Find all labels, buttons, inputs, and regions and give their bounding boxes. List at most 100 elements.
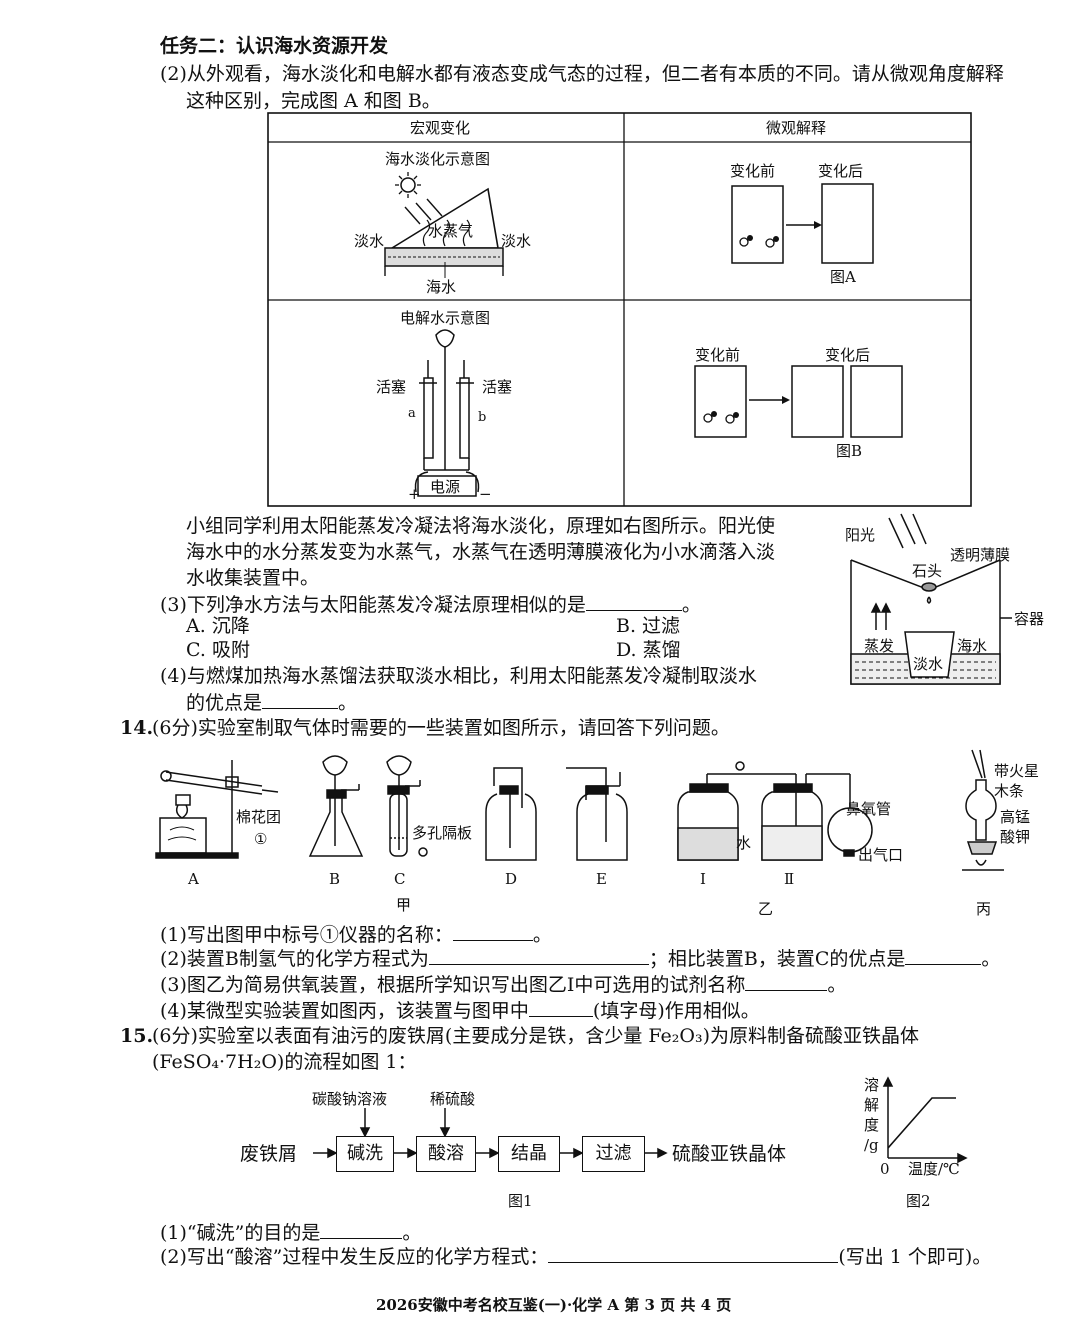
flow-step-acid-dissolve: 酸溶 [416,1136,476,1172]
fresh-left-label: 淡水 [354,232,385,250]
fig-a-caption: 图A [830,268,856,286]
fig-container-label: 容器 [1014,610,1045,628]
label-outlet: 出气口 [858,846,904,864]
label-e: E [596,870,607,888]
desalination-diagram [384,172,504,278]
label-bing: 丙 [976,900,992,918]
tube-a-label: a [408,406,416,421]
q14-sub2: (2)装置B制氢气的化学方程式为；相比装置B，装置C的优点是。 [160,946,1001,970]
seawater-label: 海水 [426,278,457,296]
stopcock-right: 活塞 [482,378,513,396]
apparatus-yi [677,761,873,861]
label-circle-1: ① [254,830,268,848]
q14-sub4: (4)某微型实验装置如图丙，该装置与图甲中(填字母)作用相似。 [160,998,760,1022]
q4-blank[interactable] [262,690,339,709]
flow-step-alkali-wash: 碱洗 [336,1136,394,1172]
vapor-label: 水蒸气 [428,222,474,240]
label-porous: 多孔隔板 [412,824,473,842]
desal-title: 海水淡化示意图 [385,150,491,168]
apparatus-c [386,755,428,857]
apparatus-b [308,755,364,857]
label-d: D [505,870,518,888]
q4-line2: 的优点是。 [186,690,358,714]
q15-stem2: (FeSO₄·7H₂O)的流程如图 1： [152,1051,417,1073]
page-footer: 2026安徽中考名校互鉴(一)·化学 A 第 3 页 共 4 页 [376,1296,732,1314]
label-b: B [329,870,341,888]
solubility-chart [882,1076,968,1164]
fig-stone-label: 石头 [912,562,943,580]
label-cotton: 棉花团 [236,808,282,826]
q15-blank-1[interactable] [320,1220,403,1239]
label-a: A [188,870,199,888]
fig-a-after: 变化后 [818,162,864,180]
flow-step-crystallize: 结晶 [498,1136,560,1172]
label-jia: 甲 [396,896,412,914]
q3-stem: (3)下列净水方法与太阳能蒸发冷凝法原理相似的是。 [160,592,701,616]
power-label: 电源 [430,478,461,496]
q2-line1: (2)从外观看，海水淡化和电解水都有液态变成气态的过程，但二者有本质的不同。请从… [160,63,1004,85]
fig-b-after: 变化后 [825,346,871,364]
header-macro: 宏观变化 [410,119,471,137]
q14-sub3: (3)图乙为简易供氧装置，根据所学知识写出图乙Ⅰ中可选用的试剂名称。 [160,972,847,996]
solar-para2: 海水中的水分蒸发变为水蒸气，水蒸气在透明薄膜液化为小水滴落入淡 [186,541,776,563]
flow-arrows [313,1108,668,1159]
fresh-right-label: 淡水 [501,232,532,250]
ylabel-3: 度 [864,1116,880,1134]
label-ii: Ⅱ [784,870,795,888]
q14-blank-4[interactable] [528,998,593,1017]
q14-blank-3[interactable] [745,972,828,991]
ylabel-4: /g [864,1136,879,1154]
stopcock-left: 活塞 [376,378,407,396]
flow-start: 废铁屑 [240,1143,298,1165]
reagent-na2co3: 碳酸钠溶液 [312,1090,388,1108]
apparatus-d [485,767,537,861]
q3-option-c: C. 吸附 [186,639,250,661]
label-nasal: 鼻氧管 [846,800,892,818]
q15-number: 15. [120,1025,154,1047]
label-c: C [394,870,406,888]
apparatus-a [155,760,279,859]
fig-sun-label: 阳光 [845,526,876,544]
flow-end: 硫酸亚铁晶体 [672,1143,787,1165]
q3-option-a: A. 沉降 [186,615,250,637]
xlabel: 温度/℃ [908,1160,960,1178]
q2-line2: 这种区别，完成图 A 和图 B。 [186,90,441,112]
q4-line1: (4)与燃煤加热海水蒸馏法获取淡水相比，利用太阳能蒸发冷凝制取淡水 [160,665,757,687]
q14-blank-2a[interactable] [428,946,649,965]
ylabel-2: 解 [864,1096,880,1114]
fig-a-before: 变化前 [730,162,776,180]
tube-b-label: b [478,410,487,425]
q15-stem1: (6分)实验室以表面有油污的废铁屑(主要成分是铁，含少量 Fe₂O₃)为原料制备… [152,1025,919,1047]
q3-blank[interactable] [585,592,682,611]
fig-fresh-label: 淡水 [913,655,944,673]
label-water: 水 [736,834,752,852]
label-splint-1: 带火星 [994,762,1040,780]
ylabel-1: 溶 [864,1076,880,1094]
q3-option-b: B. 过滤 [616,615,681,637]
q14-sub1: (1)写出图甲中标号①仪器的名称：。 [160,922,552,946]
q14-blank-1[interactable] [452,922,533,941]
plus-label: + [408,485,421,503]
origin-label: 0 [880,1160,890,1178]
q3-option-d: D. 蒸馏 [616,639,681,661]
flow-step-filter: 过滤 [582,1136,645,1172]
apparatus-bing [962,749,1004,871]
label-kmno4-2: 酸钾 [1000,828,1031,846]
header-micro: 微观解释 [766,119,827,137]
electrolysis-diagram [414,329,480,497]
figure-b-boxes [694,365,903,438]
elec-title: 电解水示意图 [400,309,491,327]
fig-b-before: 变化前 [695,346,741,364]
minus-label: − [479,485,492,503]
label-kmno4-1: 高锰 [1000,808,1031,826]
q14-number: 14. [120,717,154,739]
q14-blank-2b[interactable] [905,946,982,965]
fig2-caption: 图2 [906,1192,931,1210]
q15-blank-2[interactable] [548,1244,839,1263]
solar-still-diagram [850,513,1012,685]
solar-para1: 小组同学利用太阳能蒸发冷凝法将海水淡化，原理如右图所示。阳光使 [186,515,776,537]
reagent-h2so4: 稀硫酸 [430,1090,476,1108]
fig-evap-label: 蒸发 [864,637,895,655]
q14-stem: (6分)实验室制取气体时需要的一些装置如图所示，请回答下列问题。 [152,717,730,739]
